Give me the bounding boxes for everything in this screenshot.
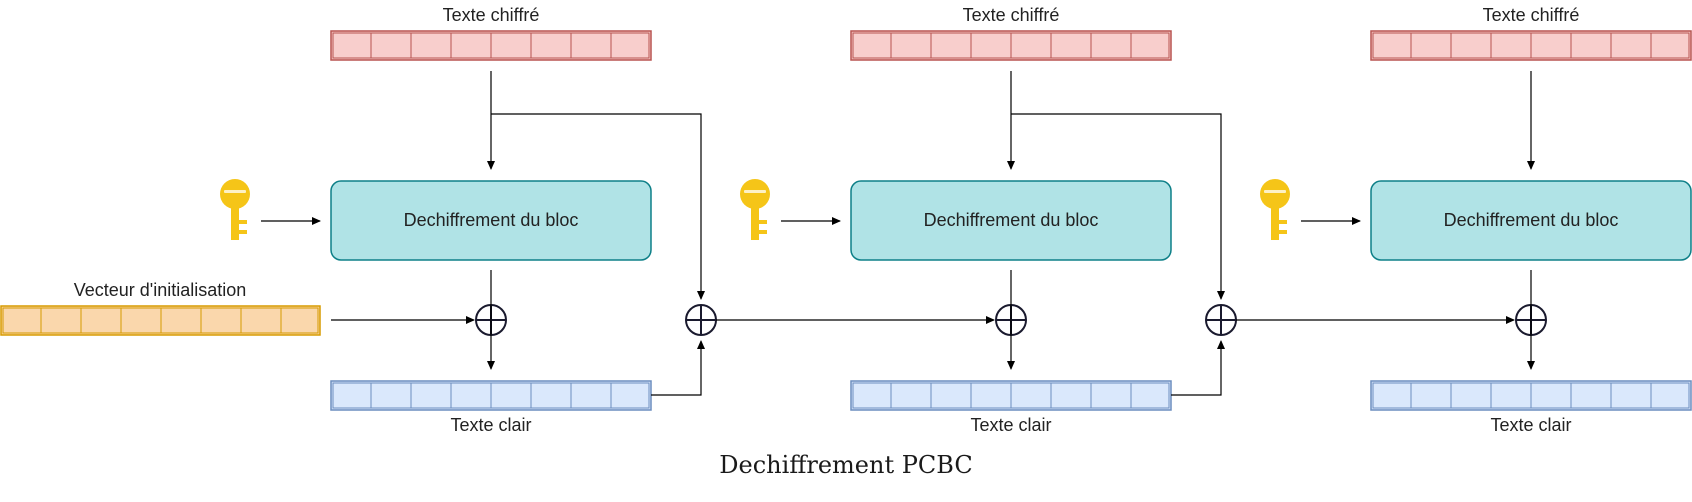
decrypt-block-label-3: Dechiffrement du bloc <box>1443 210 1619 230</box>
diagram-caption: Dechiffrement PCBC <box>719 451 973 479</box>
decrypt-block-1 <box>330 180 652 261</box>
decrypt-block-3 <box>1370 180 1692 261</box>
key-icon <box>740 179 770 240</box>
decrypt-block-label-2: Dechiffrement du bloc <box>923 210 1099 230</box>
xor-icon <box>1205 304 1237 336</box>
xor-icon <box>685 304 717 336</box>
plaintext-label-3: Texte clair <box>1490 415 1572 435</box>
ciphertext-block-1 <box>330 30 652 61</box>
key-icon <box>1260 179 1290 240</box>
ciphertext-label-3: Texte chiffré <box>1482 5 1580 25</box>
ciphertext-label-1: Texte chiffré <box>442 5 540 25</box>
connectors <box>261 71 1535 396</box>
plaintext-block-2 <box>850 380 1172 411</box>
iv-label: Vecteur d'initialisation <box>73 280 247 300</box>
decrypt-block-label-1: Dechiffrement du bloc <box>403 210 579 230</box>
ciphertext-label-2: Texte chiffré <box>962 5 1060 25</box>
key-icon <box>220 179 250 240</box>
plaintext-block-3 <box>1370 380 1692 411</box>
ciphertext-block-3 <box>1370 30 1692 61</box>
iv-block <box>0 305 321 336</box>
plaintext-label-2: Texte clair <box>970 415 1052 435</box>
plaintext-label-1: Texte clair <box>450 415 532 435</box>
plaintext-block-1 <box>330 380 652 411</box>
ciphertext-block-2 <box>850 30 1172 61</box>
decrypt-block-2 <box>850 180 1172 261</box>
